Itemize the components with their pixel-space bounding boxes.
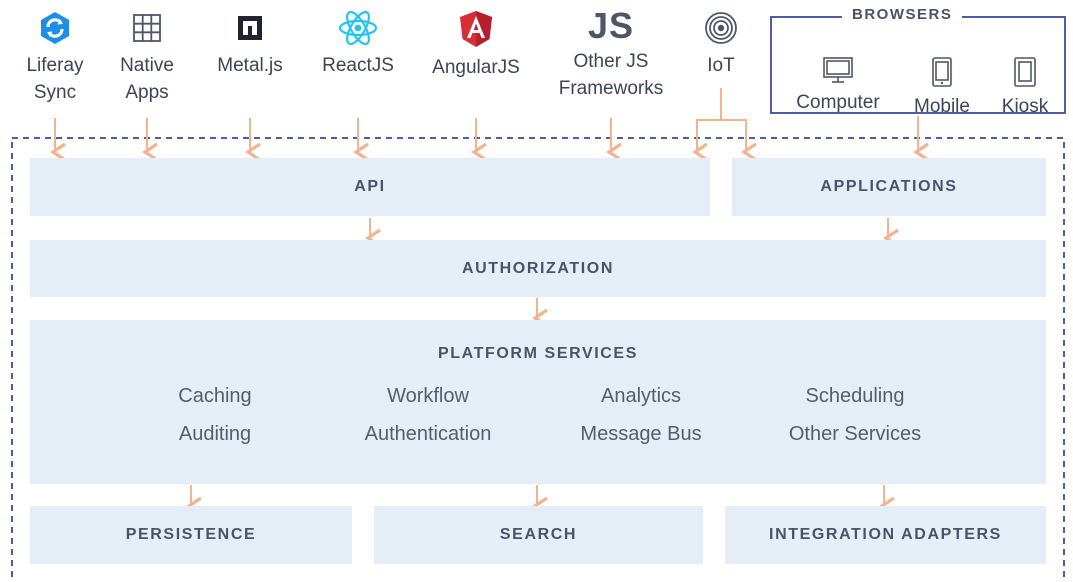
api-title: API [354,178,386,195]
client-label: IoT [707,55,735,76]
client-other-js: JS Other JS Frameworks [546,6,676,102]
liferay-sync-icon [41,12,69,44]
platform-boundary [11,137,1065,582]
client-native-apps: Native Apps [102,10,192,106]
device-mobile: Mobile [902,56,982,118]
applications-title: APPLICATIONS [820,178,958,195]
client-label: AngularJS [432,57,520,78]
platform-services-title: PLATFORM SERVICES [438,345,638,362]
client-label: Other JS Frameworks [558,51,664,99]
arrow-iot-split-2 [721,119,757,162]
angular-logo-icon [460,11,492,47]
client-iot: IoT [686,10,756,79]
authorization-layer: AUTHORIZATION [30,240,1046,297]
service-scheduling: Scheduling [805,385,905,407]
service-other-services: Other Services [788,423,922,445]
device-label: Mobile [914,96,970,117]
api-layer: API [30,158,710,216]
applications-layer: APPLICATIONS [732,158,1046,216]
react-logo-icon [338,10,378,46]
device-label: Kiosk [1001,96,1049,117]
arrow-iot-split [692,88,722,162]
iot-signal-icon [705,12,737,44]
authorization-title: AUTHORIZATION [461,259,615,277]
computer-monitor-icon [823,57,853,83]
persistence-layer: PERSISTENCE [30,506,352,564]
client-reactjs: ReactJS [308,10,408,79]
client-metaljs: Metal.js [200,10,300,79]
device-computer: Computer [786,56,890,114]
integration-adapters-layer: INTEGRATION ADAPTERS [725,506,1046,564]
service-authentication: Authentication [364,423,492,445]
search-layer: SEARCH [374,506,703,564]
platform-services-layer [30,320,1046,484]
service-caching: Caching [178,385,252,407]
persistence-title: PERSISTENCE [125,526,257,543]
device-label: Computer [796,92,880,113]
metaljs-logo-icon [238,16,262,40]
client-liferay-sync: Liferay Sync [10,10,100,106]
service-analytics: Analytics [600,385,682,407]
native-apps-grid-icon [133,14,161,42]
service-message-bus: Message Bus [580,423,702,445]
client-label: Metal.js [217,55,283,76]
kiosk-tablet-icon [1014,57,1036,87]
client-label: Liferay Sync [26,55,84,103]
browsers-title: BROWSERS [842,6,963,23]
js-text-icon: JS [587,5,635,46]
browsers-group: Computer Mobile Kiosk [770,16,1066,117]
device-kiosk: Kiosk [990,56,1060,118]
client-label: Native Apps [120,55,174,103]
mobile-phone-icon [932,57,952,87]
service-workflow: Workflow [387,385,469,407]
search-title: SEARCH [499,526,578,543]
service-auditing: Auditing [178,423,252,445]
client-label: ReactJS [322,55,394,76]
integration-adapters-title: INTEGRATION ADAPTERS [769,526,1002,543]
client-angularjs: AngularJS [416,10,536,81]
